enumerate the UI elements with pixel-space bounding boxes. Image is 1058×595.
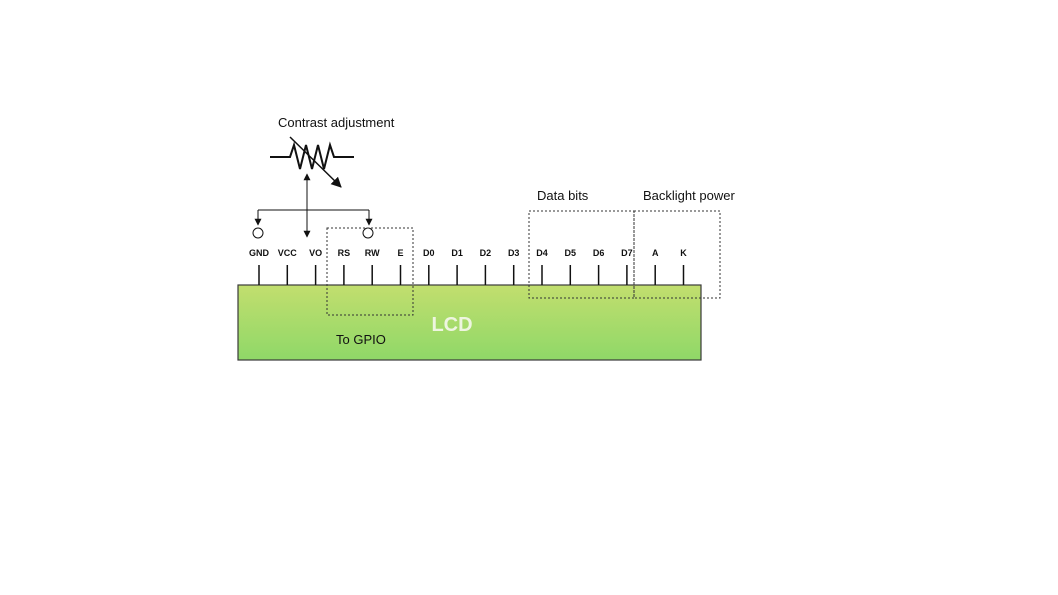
gnd-terminal	[252, 227, 264, 239]
data-bits-box	[528, 210, 635, 299]
pin-a-label: A	[652, 248, 659, 258]
rw-terminal	[362, 227, 374, 239]
pin-vcc-label: VCC	[278, 248, 298, 258]
pin-vo-label: VO	[309, 248, 322, 258]
pin-d6-label: D6	[593, 248, 605, 258]
lcd-label: LCD	[431, 314, 472, 336]
pin-gnd-label: GND	[249, 248, 270, 258]
gpio-control-box	[326, 227, 414, 316]
potentiometer-icon	[270, 136, 354, 188]
pin-k-label: K	[680, 248, 687, 258]
pin-d1-label: D1	[451, 248, 463, 258]
lcd-body	[237, 284, 702, 361]
to-gpio-label: To GPIO	[336, 332, 386, 347]
pin-e-label: E	[397, 248, 403, 258]
pin-d7-label: D7	[621, 248, 633, 258]
pin-d2-label: D2	[480, 248, 492, 258]
pin-d3-label: D3	[508, 248, 520, 258]
pin-rw-label: RW	[365, 248, 380, 258]
pin-d4-label: D4	[536, 248, 548, 258]
pin-header: GND VCC VO RS RW E D0 D1 D2 D3 D4 D5 D6 D7 A K	[249, 248, 687, 285]
pin-d5-label: D5	[565, 248, 577, 258]
pin-rs-label: RS	[338, 248, 351, 258]
contrast-adjustment-label: Contrast adjustment	[278, 115, 395, 130]
backlight-power-label: Backlight power	[643, 188, 735, 203]
backlight-box	[633, 210, 721, 299]
pin-d0-label: D0	[423, 248, 435, 258]
data-bits-label: Data bits	[537, 188, 589, 203]
